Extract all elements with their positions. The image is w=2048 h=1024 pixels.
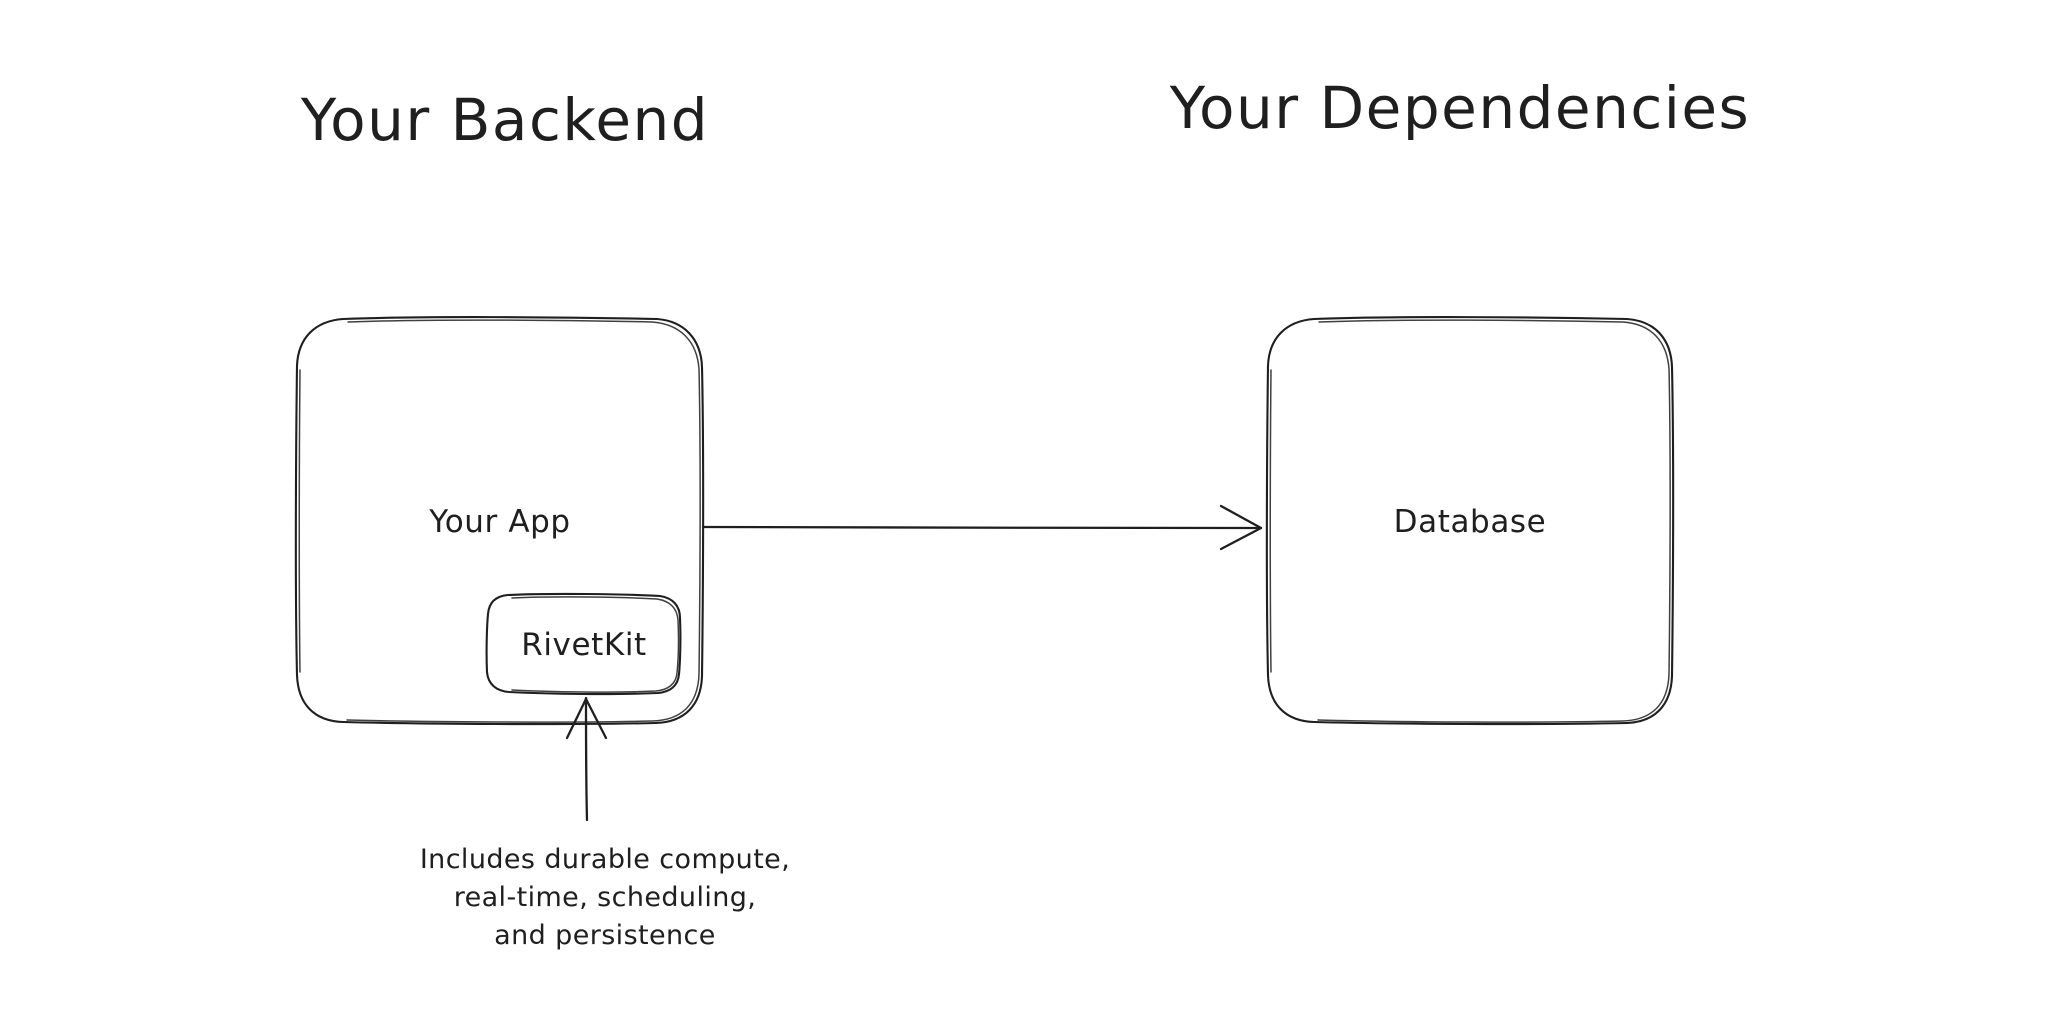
caption-annotation: Includes durable compute, real-time, sch… bbox=[420, 844, 790, 951]
caption-line-2: real-time, scheduling, bbox=[454, 882, 757, 913]
arrow-caption-to-rivetkit bbox=[565, 696, 608, 822]
arrow-app-to-database bbox=[701, 504, 1263, 551]
heading-your-backend: Your Backend bbox=[300, 86, 709, 154]
node-label-your-app: Your App bbox=[428, 504, 570, 540]
caption-line-3: and persistence bbox=[494, 920, 716, 951]
node-label-rivetkit: RivetKit bbox=[521, 627, 647, 663]
node-label-database: Database bbox=[1394, 504, 1547, 540]
database-box[interactable] bbox=[1265, 316, 1675, 726]
heading-your-dependencies: Your Dependencies bbox=[1169, 74, 1751, 142]
rivetkit-box[interactable] bbox=[485, 592, 682, 696]
caption-line-1: Includes durable compute, bbox=[420, 844, 790, 875]
